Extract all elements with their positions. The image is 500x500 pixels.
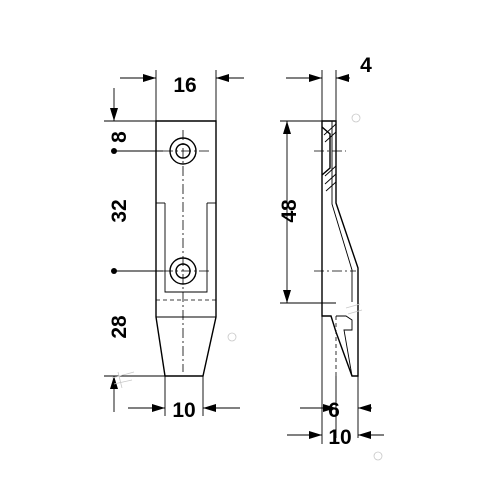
arrow-head	[323, 404, 336, 412]
front-width-dimension: 16	[120, 70, 244, 121]
hatch-line	[324, 165, 337, 177]
dimension-label: 32	[108, 199, 131, 222]
arrow-head	[110, 376, 118, 389]
arrow-head	[309, 74, 322, 82]
height-dimension: 48	[278, 120, 336, 304]
arrow-head	[216, 74, 229, 82]
dimension-label: 4	[360, 54, 372, 77]
arrow-head	[309, 431, 322, 439]
arrow-head	[283, 121, 291, 134]
dimension-dot	[111, 268, 117, 274]
side-view	[314, 120, 359, 377]
arrow-head	[283, 290, 291, 303]
arrow-head	[110, 108, 118, 121]
hook-gap-dimension: 6	[300, 376, 372, 438]
dimension-label: 10	[172, 399, 195, 422]
arrow-head	[358, 431, 371, 439]
watermark-mark	[345, 303, 363, 315]
arrow-head	[336, 74, 349, 82]
countersink-section	[321, 126, 331, 176]
hatch-line	[324, 173, 337, 185]
arrow-head	[152, 404, 165, 412]
hook-width-dimension: 10	[287, 316, 384, 449]
hatch-line	[323, 123, 337, 136]
arrow-head	[143, 74, 156, 82]
thickness-dimension: 4	[286, 54, 372, 121]
dimension-label: 8	[108, 131, 131, 143]
dimension-dot	[111, 148, 117, 154]
dimension-label: 10	[328, 426, 351, 449]
side-view-hook	[336, 315, 353, 377]
watermark	[111, 113, 383, 461]
front-view	[155, 120, 217, 377]
arrow-head	[358, 404, 371, 412]
watermark-mark	[111, 371, 135, 389]
tip-width-dimension: 10	[128, 376, 240, 422]
side-view-outline	[321, 120, 359, 377]
watermark-symbol	[351, 113, 361, 123]
front-view-slot	[164, 203, 208, 293]
hatch-line	[324, 131, 337, 143]
dimension-label: 28	[108, 315, 131, 339]
hatch-line	[325, 181, 337, 192]
dimension-label: 48	[278, 199, 301, 223]
side-view-inner-line	[331, 121, 353, 302]
dimension-label: 6	[328, 399, 340, 422]
left-vertical-dimensions: 8 32 28	[104, 88, 165, 412]
dimension-label: 16	[173, 74, 196, 97]
watermark-symbol	[227, 332, 237, 342]
watermark-symbol	[373, 451, 383, 461]
arrow-head	[203, 404, 216, 412]
